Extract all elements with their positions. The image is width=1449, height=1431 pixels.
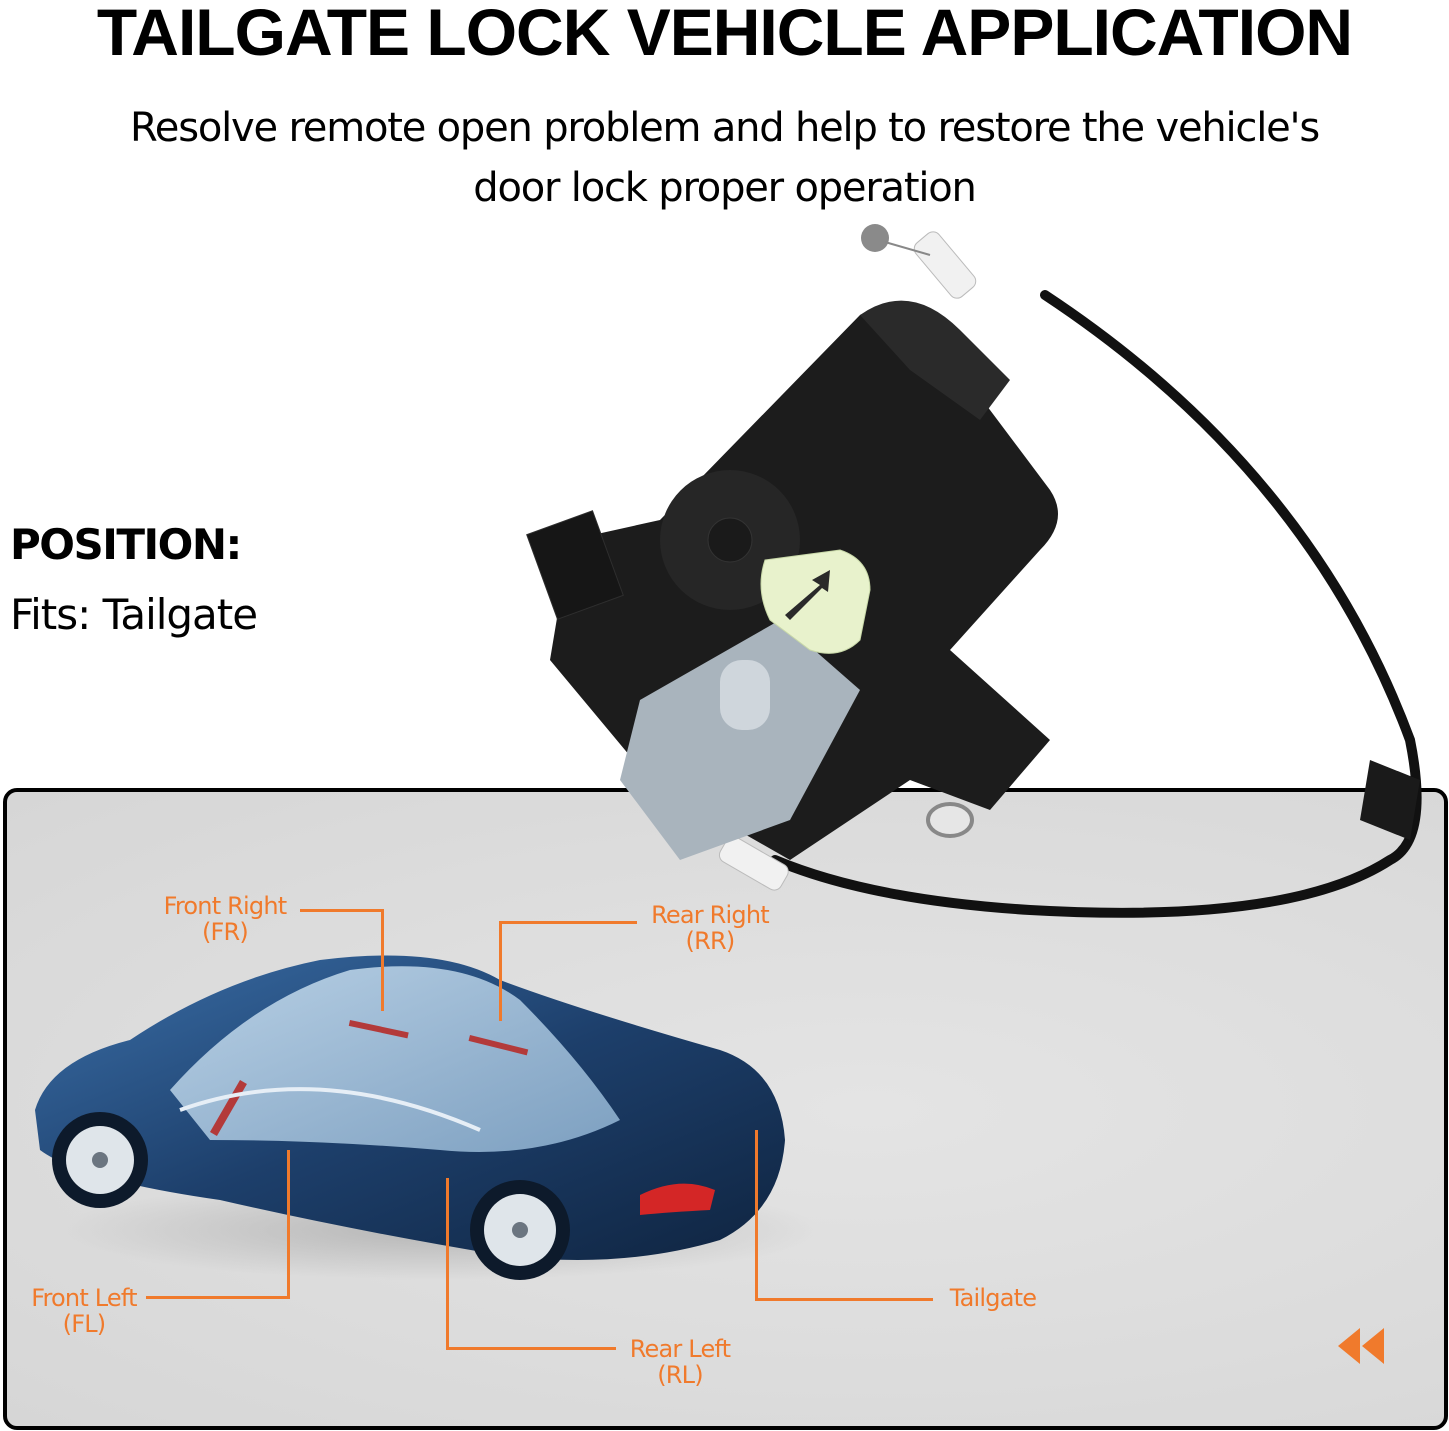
callout-line-fl-h	[146, 1296, 290, 1299]
callout-front-right-name: Front Right	[163, 892, 288, 920]
callout-front-left-name: Front Left	[31, 1284, 137, 1312]
subtitle-line-1: Resolve remote open problem and help to …	[130, 105, 1320, 151]
callout-rear-left: Rear Left (RL)	[618, 1336, 742, 1388]
callout-rear-right-code: (RR)	[685, 927, 736, 955]
callout-line-rl-h	[446, 1347, 616, 1350]
callout-rear-left-code: (RL)	[657, 1361, 703, 1389]
callout-rear-right-name: Rear Right	[651, 901, 770, 929]
callout-line-fl-v	[287, 1150, 290, 1299]
callout-line-tailgate-h	[755, 1298, 933, 1301]
front-wheel	[52, 1112, 148, 1208]
callout-line-rr-v	[499, 921, 502, 1021]
callout-rear-left-name: Rear Left	[629, 1335, 731, 1363]
callout-line-fr-v	[381, 909, 384, 1011]
callout-front-left-code: (FL)	[62, 1310, 107, 1338]
callout-tailgate-name: Tailgate	[949, 1284, 1037, 1312]
callout-rear-right: Rear Right (RR)	[640, 902, 780, 954]
callout-tailgate: Tailgate	[938, 1285, 1048, 1311]
callout-line-rr-h	[499, 921, 637, 924]
subtitle-line-2: door lock proper operation	[473, 165, 977, 211]
callout-front-left: Front Left (FL)	[18, 1285, 150, 1337]
page-title: TAILGATE LOCK VEHICLE APPLICATION	[96, 0, 1353, 69]
callout-line-tailgate-v	[755, 1130, 758, 1301]
vehicle-image	[35, 955, 820, 1280]
fits-text: Fits: Tailgate	[10, 590, 258, 639]
callout-line-rl-v	[446, 1178, 449, 1350]
callout-front-right: Front Right (FR)	[150, 893, 300, 945]
rewind-icon[interactable]	[1336, 1326, 1388, 1366]
callout-line-fr-h	[300, 909, 384, 912]
product-image	[526, 224, 1422, 918]
subtitle: Resolve remote open problem and help to …	[0, 98, 1449, 218]
rear-wheel	[470, 1180, 570, 1280]
callout-front-right-code: (FR)	[201, 918, 249, 946]
position-heading: POSITION:	[10, 520, 242, 569]
